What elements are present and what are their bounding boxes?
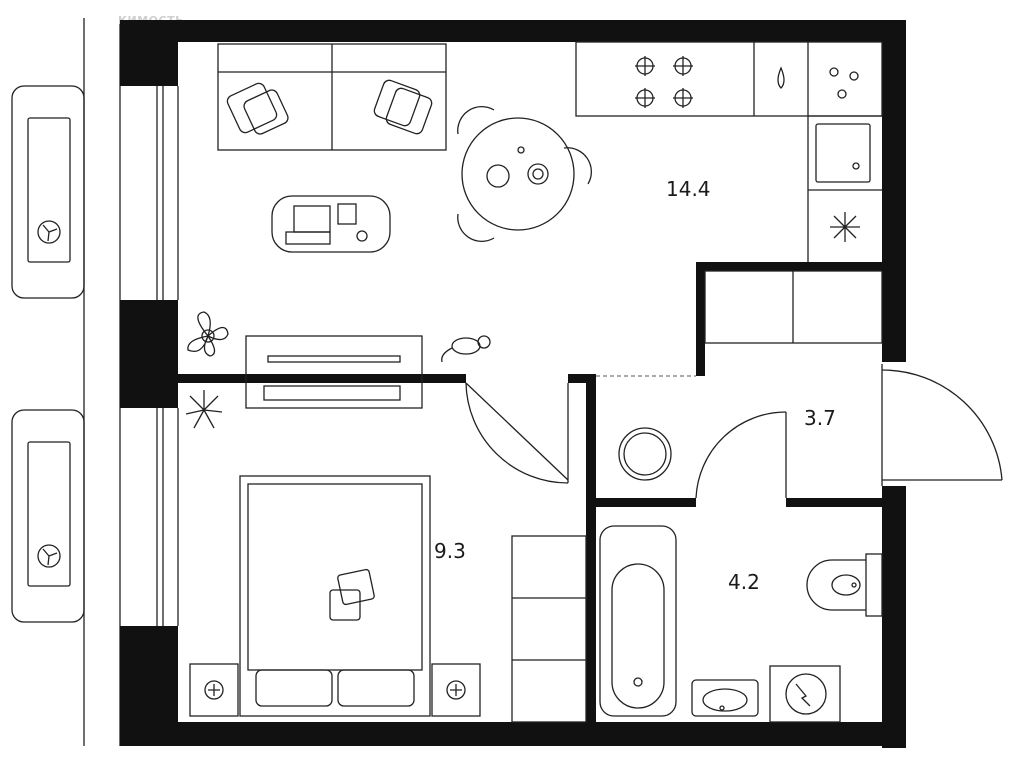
room-area-kitchen-living: 14.4 xyxy=(666,177,711,201)
fan-icon xyxy=(37,220,61,244)
bed xyxy=(239,475,431,717)
walls xyxy=(120,20,906,748)
ac-unit-top xyxy=(11,85,85,299)
nightstand-right xyxy=(431,663,481,717)
plant-icon xyxy=(185,390,223,429)
washing-machine-icon xyxy=(769,665,841,723)
round-table xyxy=(618,427,672,481)
sink-icon xyxy=(777,66,871,183)
kitchen-counter xyxy=(575,41,883,262)
desk xyxy=(271,195,391,253)
room-area-bedroom: 9.3 xyxy=(434,539,466,563)
bathtub-icon xyxy=(599,525,677,717)
stove-icon xyxy=(635,56,693,108)
fridge-icon xyxy=(830,212,860,242)
sink-icon xyxy=(691,679,759,717)
bedroom-door xyxy=(465,382,569,484)
plant-icon xyxy=(187,311,229,357)
ac-unit-bottom xyxy=(11,409,85,623)
fan-icon xyxy=(37,544,61,568)
sofa xyxy=(217,43,447,151)
cat-icon xyxy=(441,335,491,363)
room-area-bathroom: 4.2 xyxy=(728,570,760,594)
dish-icon xyxy=(829,67,859,99)
entry-door xyxy=(881,364,1003,486)
nightstand-left xyxy=(189,663,239,717)
bathroom-door xyxy=(695,411,787,499)
closet xyxy=(596,270,883,377)
room-area-hallway: 3.7 xyxy=(804,406,836,430)
dining-table xyxy=(457,106,592,242)
tv-stand xyxy=(245,335,423,409)
toilet-icon xyxy=(806,553,883,617)
wardrobe xyxy=(511,535,587,723)
